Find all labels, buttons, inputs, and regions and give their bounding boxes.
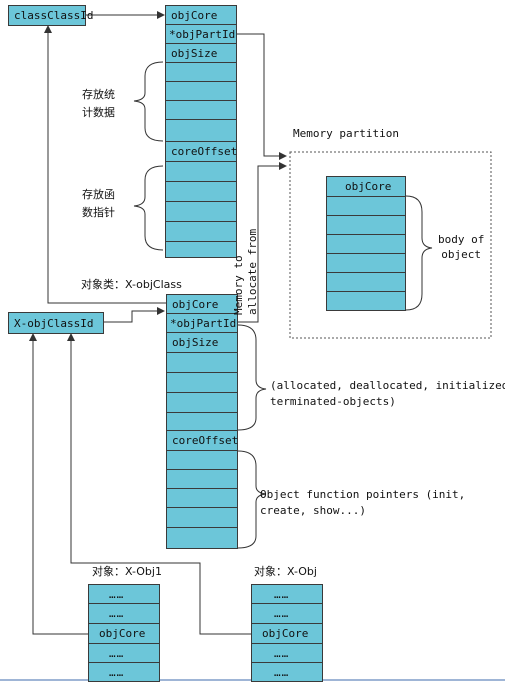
upper-blank-cell bbox=[165, 181, 237, 202]
object2-objcore-cell: objCore bbox=[251, 623, 323, 644]
upper-blank-cell bbox=[165, 81, 237, 101]
lower-blank-cell bbox=[166, 352, 238, 373]
upper-blank-cell bbox=[165, 161, 237, 182]
upper-blank-cell bbox=[165, 221, 237, 242]
object1-objcore-cell: objCore bbox=[88, 623, 160, 644]
x-obj-class-id-box: X-objClassId bbox=[8, 312, 104, 334]
brace-body bbox=[405, 195, 433, 311]
lower-blank-cell bbox=[166, 507, 238, 528]
arrow-obj1-to-xclassid bbox=[29, 333, 88, 635]
lower-objpartid-cell: *objPartId bbox=[166, 313, 238, 333]
brace-upper-funcs bbox=[133, 165, 164, 251]
partition-blank-cell bbox=[326, 234, 406, 254]
partition-blank-cell bbox=[326, 253, 406, 273]
memory-to-allocate-label: Memory to allocate from bbox=[232, 228, 259, 315]
upper-stats-label: 存放统 计数据 bbox=[82, 88, 115, 119]
upper-objcore-cell: objCore bbox=[165, 5, 237, 25]
upper-blank-cell bbox=[165, 100, 237, 120]
upper-coreoffset-cell: coreOffset bbox=[165, 141, 237, 162]
lower-blank-cell bbox=[166, 392, 238, 413]
arrow-partid-to-partition bbox=[236, 33, 287, 160]
lower-objsize-cell: objSize bbox=[166, 332, 238, 353]
upper-blank-cell bbox=[165, 241, 237, 258]
upper-blank-cell bbox=[165, 201, 237, 222]
object1-caption: 对象：X-Obj1 bbox=[92, 565, 162, 578]
lower-blank-cell bbox=[166, 488, 238, 508]
arrow-lower-partid-to-partition bbox=[236, 162, 287, 323]
arrow-obj2-to-xclassid bbox=[67, 333, 251, 635]
lower-blank-cell bbox=[166, 527, 238, 549]
object2-dots-cell: …… bbox=[251, 584, 323, 604]
class-class-id-box: classClassId bbox=[8, 5, 93, 26]
partition-blank-cell bbox=[326, 215, 406, 235]
class-caption: 对象类：X-objClass bbox=[81, 278, 182, 291]
object2-dots-cell: …… bbox=[251, 603, 323, 624]
lower-blank-cell bbox=[166, 412, 238, 431]
brace-upper-stats bbox=[133, 61, 164, 142]
partition-blank-cell bbox=[326, 291, 406, 311]
upper-funcs-label: 存放函 数指针 bbox=[82, 188, 115, 219]
upper-blank-cell bbox=[165, 62, 237, 82]
brace-lower-functions bbox=[237, 450, 267, 549]
upper-blank-cell bbox=[165, 119, 237, 142]
object1-dots-cell: …… bbox=[88, 584, 160, 604]
upper-objpartid-cell: *objPartId bbox=[165, 24, 237, 44]
object1-dots-cell: …… bbox=[88, 603, 160, 624]
object2-dots-cell: …… bbox=[251, 643, 323, 663]
arrow-objcore-to-classid bbox=[44, 25, 166, 304]
lower-blank-cell bbox=[166, 450, 238, 470]
lower-blank-cell bbox=[166, 469, 238, 489]
object2-caption: 对象：X-Obj bbox=[254, 565, 317, 578]
partition-blank-cell bbox=[326, 272, 406, 292]
upper-objsize-cell: objSize bbox=[165, 43, 237, 63]
object2-dots-cell: …… bbox=[251, 662, 323, 682]
brace-lower-counters bbox=[237, 324, 267, 431]
lower-functions-label: Object function pointers (init, create, … bbox=[260, 488, 466, 517]
lower-objcore-cell: objCore bbox=[166, 294, 238, 314]
object1-dots-cell: …… bbox=[88, 643, 160, 663]
lower-blank-cell bbox=[166, 372, 238, 393]
lower-coreoffset-cell: coreOffset bbox=[166, 430, 238, 451]
arrow-xclassid-to-stack bbox=[104, 307, 165, 323]
partition-blank-cell bbox=[326, 196, 406, 216]
lower-counters-label: (allocated, deallocated, initialized, te… bbox=[270, 379, 505, 408]
partition-objcore-cell: objCore bbox=[326, 176, 406, 197]
memory-partition-frame bbox=[289, 151, 492, 339]
body-of-object-label: body of object bbox=[438, 233, 485, 261]
memory-partition-title: Memory partition bbox=[293, 127, 399, 140]
object1-dots-cell: …… bbox=[88, 662, 160, 682]
